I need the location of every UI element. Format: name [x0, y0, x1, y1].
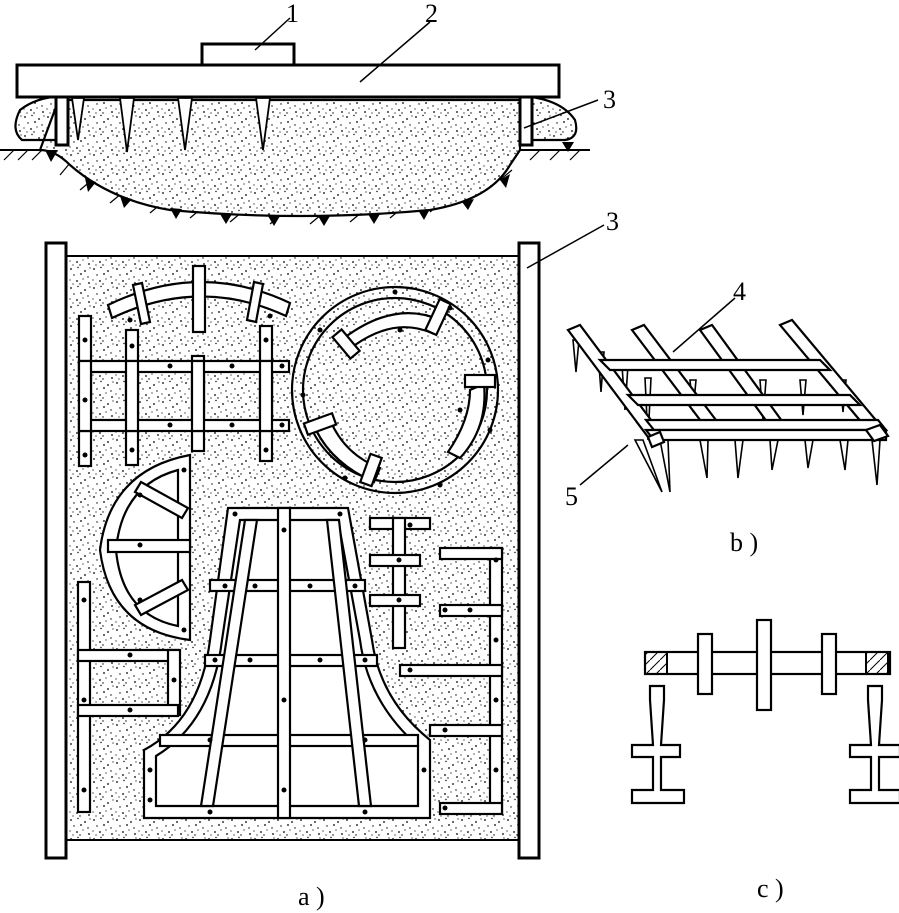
circular-rib — [290, 285, 500, 495]
ground-markers — [45, 142, 574, 226]
leader-3a — [523, 99, 599, 129]
arc-rib — [106, 264, 292, 334]
comb-rib — [398, 546, 504, 816]
leader-4 — [672, 297, 736, 353]
trapezoid-grid — [142, 506, 432, 820]
label-4: 4 — [733, 277, 746, 306]
leader-5 — [579, 444, 629, 486]
rivet-dots — [81, 289, 499, 815]
frame-wall-right — [518, 93, 534, 147]
spike-row — [70, 97, 272, 153]
leader-1 — [254, 17, 291, 51]
leader-2 — [359, 21, 431, 83]
plan-frame-left — [44, 241, 68, 860]
label-5: 5 — [565, 482, 578, 511]
half-circle-rib — [98, 453, 192, 642]
plan-frame-right — [517, 241, 541, 860]
section-view: 1 2 3 — [0, 0, 616, 226]
caption-b: b ) — [730, 528, 758, 557]
label-3-plan: 3 — [606, 207, 619, 236]
grid-beams — [566, 318, 890, 449]
caption-a: a ) — [298, 882, 325, 911]
label-3-top: 3 — [603, 85, 616, 114]
top-plate — [15, 63, 561, 99]
frame-wall-left — [54, 93, 70, 147]
label-1: 1 — [286, 0, 299, 28]
label-2: 2 — [425, 0, 438, 28]
spiked-grid-3d: 4 5 b ) — [565, 277, 890, 557]
grid-frame-left — [77, 314, 291, 468]
sand-bed — [14, 94, 578, 218]
rib-detail: c ) — [630, 618, 899, 903]
t-rib — [368, 516, 432, 650]
plan-view: 3 — [44, 207, 619, 911]
caption-c: c ) — [757, 874, 784, 903]
top-block — [200, 42, 296, 67]
leader-3b — [526, 224, 605, 269]
